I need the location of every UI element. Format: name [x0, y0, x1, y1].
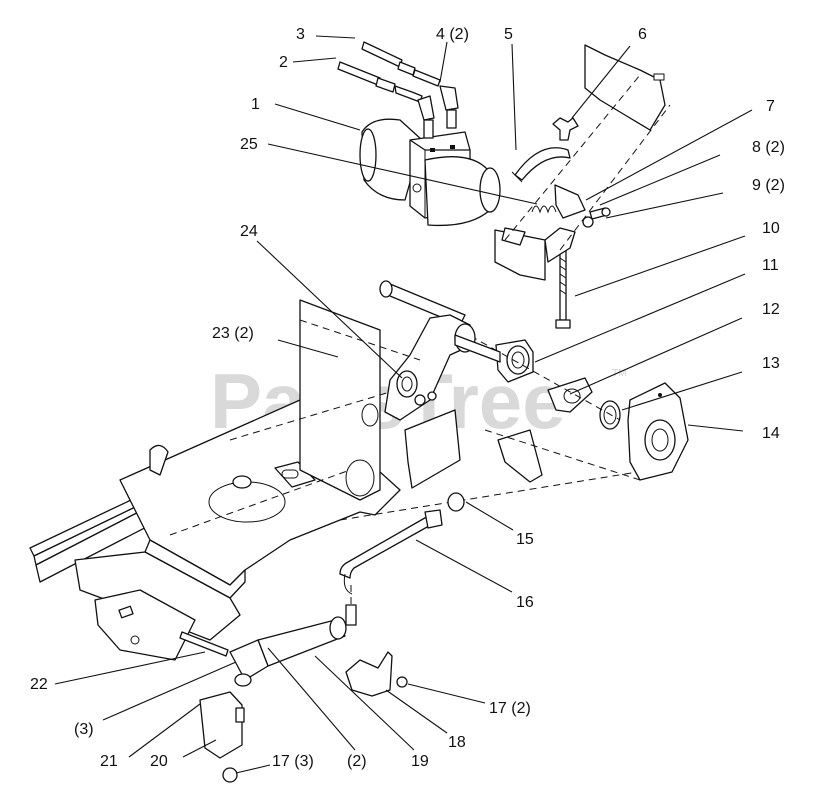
callout-17-a: 17 (2): [489, 700, 531, 717]
callout-8: 8 (2): [752, 139, 785, 156]
part-1-motor: [359, 118, 501, 227]
callout-19: 19: [411, 753, 429, 770]
callout-17-b: 17 (3): [272, 753, 314, 770]
callout-1: 1: [251, 96, 260, 113]
callout-13: 13: [762, 355, 780, 372]
callout-24: 24: [240, 223, 258, 240]
callout-6: 6: [638, 26, 647, 43]
callout-22: 22: [30, 676, 48, 693]
callout-2: 2: [279, 54, 288, 71]
callout-14: 14: [762, 425, 780, 442]
parts-2-3-4-hoses-fittings: [337, 41, 459, 139]
frame-chassis: [29, 299, 651, 661]
callout-25: 25: [240, 136, 258, 153]
callout-5: 5: [504, 26, 513, 43]
callout-3-b: (3): [74, 721, 94, 738]
leader-lines: [54, 35, 753, 774]
callout-2-b: (2): [347, 753, 367, 770]
callout-21: 21: [100, 753, 118, 770]
callout-7: 7: [766, 98, 775, 115]
callout-23: 23 (2): [212, 325, 254, 342]
callout-20: 20: [150, 753, 168, 770]
callout-18: 18: [448, 734, 466, 751]
callout-11: 11: [762, 257, 779, 274]
callout-15: 15: [516, 531, 534, 548]
callout-4: 4 (2): [436, 26, 469, 43]
parts-5-to-10-mount: [494, 44, 671, 329]
callout-3: 3: [296, 26, 305, 43]
callout-10: 10: [762, 220, 780, 237]
callout-9: 9 (2): [752, 177, 785, 194]
lower-cylinder-assembly: [179, 585, 408, 783]
callout-labels: 3 4 (2) 5 6 2 7 1 8 (2) 25 9 (2) 10 24 1…: [30, 26, 785, 770]
part-14-side-bracket: [627, 382, 689, 481]
callout-12: 12: [762, 301, 780, 318]
parts-11-12-13-bearings: [459, 329, 621, 430]
callout-16: 16: [516, 594, 534, 611]
part-24-lever-assembly: [299, 280, 501, 421]
parts-15-16-rod: [339, 492, 465, 595]
watermark-trademark: TM: [612, 368, 626, 379]
